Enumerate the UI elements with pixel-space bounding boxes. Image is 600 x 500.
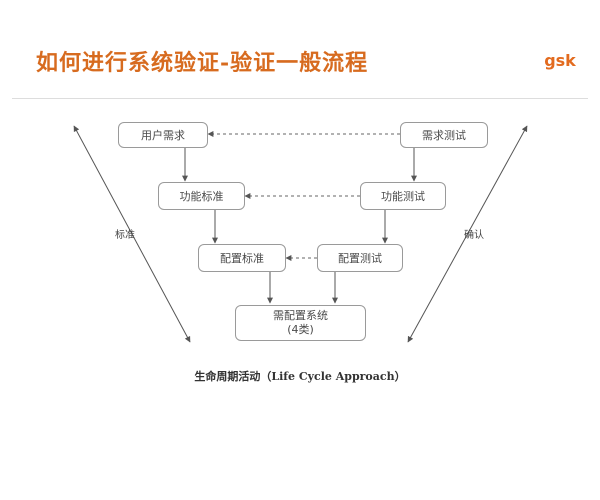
box-user-requirements: 用户需求 xyxy=(118,122,208,148)
box-configurable-system: 需配置系统 (4类) xyxy=(235,305,366,341)
gsk-logo: gsk xyxy=(544,51,576,70)
box-functional-spec: 功能标准 xyxy=(158,182,245,210)
left-side-arrow xyxy=(73,125,191,343)
box-functional-test: 功能测试 xyxy=(360,182,446,210)
right-side-label: 确认 xyxy=(464,230,484,241)
box-config-test: 配置测试 xyxy=(317,244,403,272)
box-functional-spec-label: 功能标准 xyxy=(179,190,224,203)
right-side-arrow xyxy=(407,125,528,343)
box-functional-test-label: 功能测试 xyxy=(381,190,425,203)
diagram-caption: 生命周期活动（Life Cycle Approach） xyxy=(194,370,406,383)
box-config-spec: 配置标准 xyxy=(198,244,286,272)
page-title: 如何进行系统验证-验证一般流程 xyxy=(36,50,369,76)
box-requirement-test-label: 需求测试 xyxy=(422,129,466,142)
title-divider xyxy=(12,98,588,99)
left-side-label: 标准 xyxy=(115,230,135,241)
box-config-spec-label: 配置标准 xyxy=(220,252,264,265)
box-user-requirements-label: 用户需求 xyxy=(141,129,185,142)
box-requirement-test: 需求测试 xyxy=(400,122,488,148)
box-configurable-system-line2: (4类) xyxy=(287,323,314,336)
box-configurable-system-line1: 需配置系统 xyxy=(273,309,328,322)
box-config-test-label: 配置测试 xyxy=(338,252,382,265)
